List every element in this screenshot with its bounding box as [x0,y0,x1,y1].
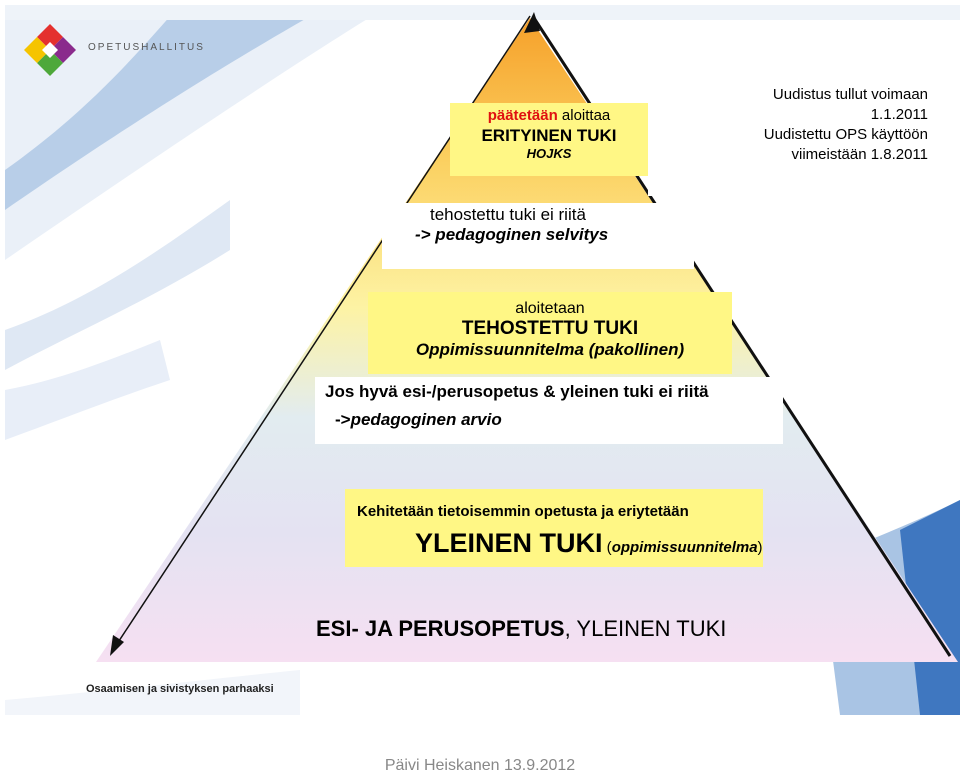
level-intro: Kehitetään tietoisemmin opetusta ja eriy… [357,503,689,520]
brand-name: OPETUSHALLITUS [88,42,205,53]
note-line: 1.1.2011 [870,106,928,123]
transition-result: pedagoginen arvio [350,410,502,429]
author-caption: Päivi Heiskanen 13.9.2012 [384,757,576,774]
level-special-support: päätetään aloittaa ERITYINEN TUKI HOJKS [450,103,648,176]
paren-open: ( [602,539,612,556]
transition-text: tehostettu tuki ei riitä [430,205,586,224]
decision-rest: aloittaa [557,107,611,124]
transition-pedagogical-statement: tehostettu tuki ei riitä -> pedagoginen … [382,203,694,269]
level-subtitle: Oppimissuunnitelma (pakollinen) [415,340,685,359]
base-rest: , YLEINEN TUKI [564,616,727,641]
arrow-up-icon [524,12,540,33]
level-intro: aloitetaan [515,300,585,317]
transition-pedagogical-assessment: Jos hyvä esi-/perusopetus & yleinen tuki… [315,377,783,444]
level-subtitle: HOJKS [526,146,572,161]
arrow-down-icon [110,635,124,656]
paren-close: ) [757,539,763,556]
opetushallitus-logo-icon [24,24,76,76]
arrow-text: -> [335,410,351,429]
level-intensified-support: aloitetaan TEHOSTETTU TUKI Oppimissuunni… [368,292,732,374]
level-general-support: Kehitetään tietoisemmin opetusta ja eriy… [345,489,763,567]
level-title: ERITYINEN TUKI [481,126,617,145]
transition-result: -> pedagoginen selvitys [415,225,609,244]
reform-note: Uudistus tullut voimaan 1.1.2011 Uudiste… [648,66,948,196]
decision-keyword: päätetään [487,107,558,124]
note-line: Uudistus tullut voimaan [772,86,928,103]
base-bold: ESI- JA PERUSOPETUS [316,616,565,641]
note-line: Uudistettu OPS käyttöön [763,126,928,143]
level-title: TEHOSTETTU TUKI [461,318,639,339]
footer-slogan: Osaamisen ja sivistyksen parhaaksi [86,683,274,695]
base-level-label: ESI- JA PERUSOPETUS, YLEINEN TUKI [316,616,726,642]
note-line: viimeistään 1.8.2011 [791,146,928,163]
level-subtitle: oppimissuunnitelma [611,539,758,556]
level-title: YLEINEN TUKI [415,528,603,558]
transition-text: Jos hyvä esi-/perusopetus & yleinen tuki… [325,382,709,401]
